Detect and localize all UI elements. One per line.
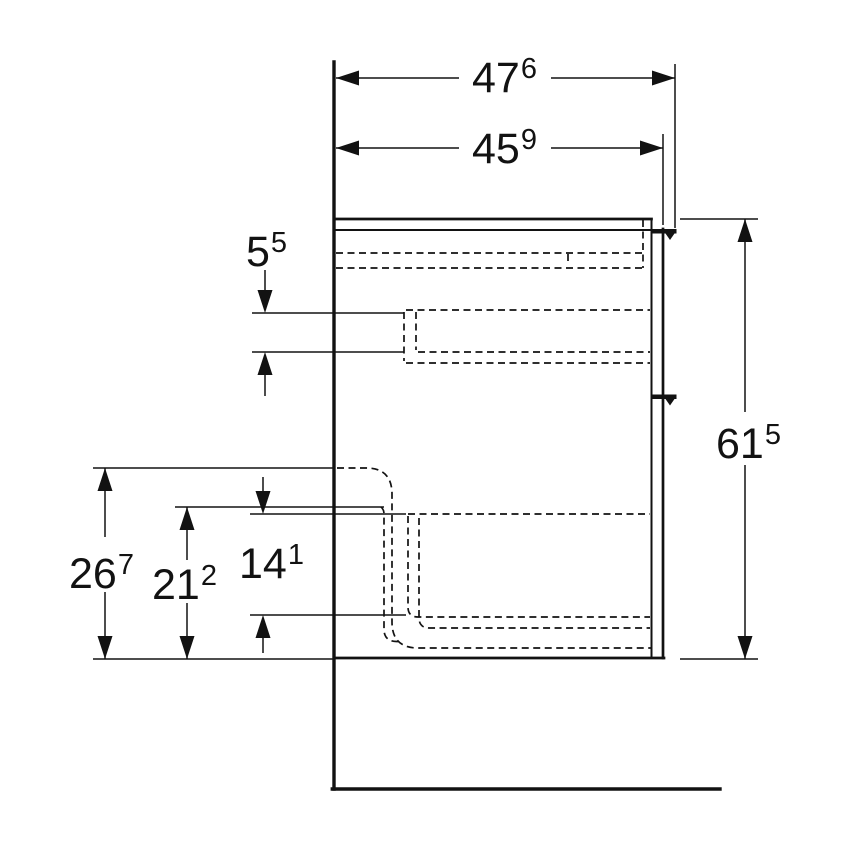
bottom-drawer-handle bbox=[651, 394, 677, 406]
arrow-up bbox=[737, 219, 753, 242]
dim-overall-height-label: 615 bbox=[716, 419, 781, 468]
dimensions: 476 459 55 615 bbox=[69, 53, 781, 660]
dim-overall-height: 615 bbox=[680, 218, 781, 660]
dim-recess-inner-label: 212 bbox=[152, 560, 217, 609]
dim-inner-drawer-height: 141 bbox=[239, 477, 406, 653]
arrow-right bbox=[640, 140, 663, 156]
arrow-up bbox=[255, 615, 271, 638]
lower-drawer-bottom-inner-profile bbox=[407, 516, 650, 618]
top-drawer-handle bbox=[651, 229, 677, 240]
arrow-up bbox=[257, 352, 273, 375]
lower-drawer-bottom-outer-profile bbox=[418, 518, 650, 629]
dim-overall-depth-label: 476 bbox=[472, 53, 537, 102]
dim-top-drawer-clearance-label: 55 bbox=[246, 227, 287, 276]
arrow-left bbox=[336, 70, 359, 86]
arrow-down bbox=[97, 636, 113, 659]
handle-tip bbox=[665, 233, 675, 240]
handle-bar bbox=[651, 394, 677, 399]
arrow-up bbox=[97, 468, 113, 491]
arrow-right bbox=[652, 70, 675, 86]
handle-tip bbox=[665, 399, 675, 406]
dim-recess-outer: 267 bbox=[69, 467, 334, 660]
arrow-down bbox=[257, 290, 273, 313]
dim-inner-drawer-height-label: 141 bbox=[239, 539, 304, 588]
handle-bar bbox=[651, 229, 677, 234]
room-structure bbox=[330, 60, 722, 791]
dim-body-depth-label: 459 bbox=[472, 124, 537, 173]
arrow-down bbox=[179, 636, 195, 659]
siphon-recess-outer-profile bbox=[337, 467, 651, 649]
dim-body-depth: 459 bbox=[336, 124, 664, 225]
dim-top-drawer-clearance: 55 bbox=[246, 227, 404, 396]
arrow-left bbox=[336, 140, 359, 156]
dim-recess-outer-label: 267 bbox=[69, 549, 134, 598]
hidden-internal-edges bbox=[336, 220, 651, 649]
arrow-down bbox=[737, 636, 753, 659]
dim-overall-depth: 476 bbox=[336, 53, 676, 228]
arrow-down bbox=[255, 491, 271, 514]
dim-recess-inner: 212 bbox=[152, 506, 384, 659]
arrow-up bbox=[179, 507, 195, 530]
cabinet-outline bbox=[333, 217, 677, 660]
siphon-recess-inner-profile bbox=[380, 506, 403, 643]
